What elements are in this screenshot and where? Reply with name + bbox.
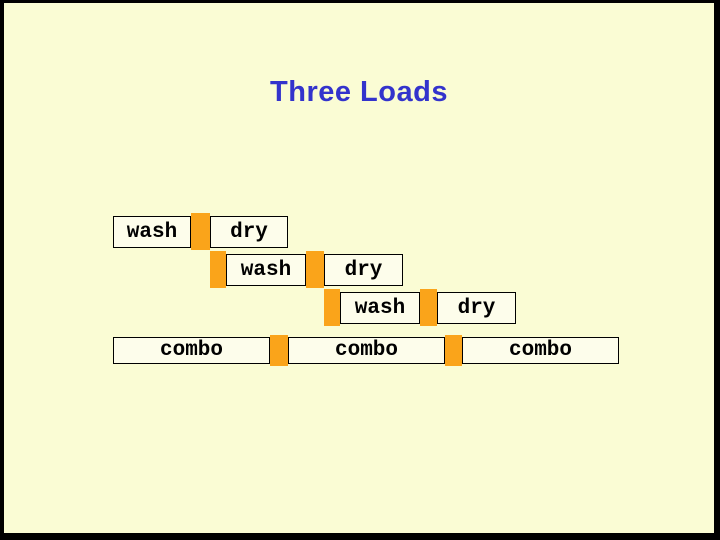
transfer-block [324,289,340,326]
combo-box-1: combo [113,337,270,364]
page-title: Three Loads [270,76,448,108]
dry-box-load1: dry [210,216,288,248]
dry-box-load3: dry [437,292,516,324]
transfer-block [210,251,226,288]
wash-box-load2: wash [226,254,306,286]
dry-box-load2: dry [324,254,403,286]
wash-box-load1: wash [113,216,191,248]
transfer-block [270,335,288,366]
combo-box-2: combo [288,337,445,364]
transfer-block [306,251,324,288]
transfer-block [420,289,437,326]
transfer-block [445,335,462,366]
wash-box-load3: wash [340,292,420,324]
combo-box-3: combo [462,337,619,364]
transfer-block [191,213,210,250]
slide-background: Three Loads wash dry wash dry wash dry c… [4,3,714,533]
